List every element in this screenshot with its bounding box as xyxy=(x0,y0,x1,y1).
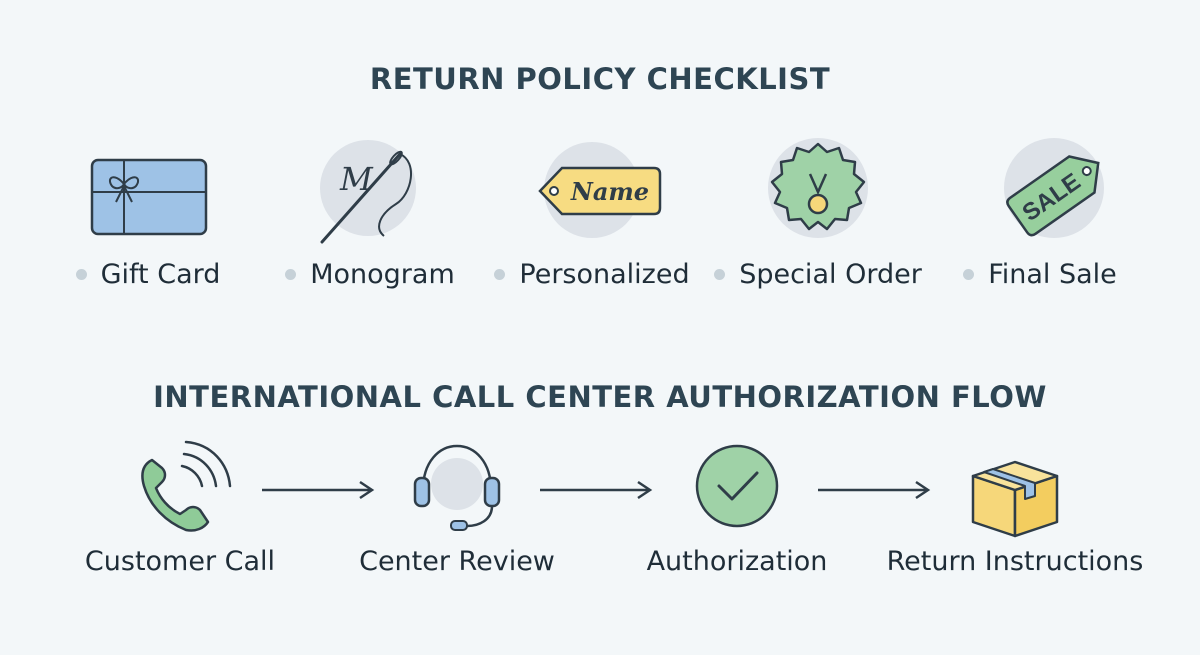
flow-step-label: Return Instructions xyxy=(886,546,1144,577)
flow-step-return-instructions: Return Instructions xyxy=(885,440,1145,600)
flow-step-center-review: Center Review xyxy=(327,440,587,600)
headset-icon xyxy=(327,440,587,540)
checklist-title: RETURN POLICY CHECKLIST xyxy=(369,62,831,96)
policy-label: Final Sale xyxy=(920,259,1160,290)
seal-badge-icon xyxy=(698,132,938,250)
policy-item-gift-card: Gift Card xyxy=(28,132,268,302)
policy-item-special-order: Special Order xyxy=(698,132,938,302)
monogram-letter: M xyxy=(339,160,374,198)
bullet-icon xyxy=(714,269,726,280)
policy-item-monogram: M Monogram xyxy=(250,132,490,302)
checkmark-icon xyxy=(607,440,867,540)
flow-step-label: Center Review xyxy=(359,546,555,577)
bullet-icon xyxy=(494,269,506,280)
bullet-icon xyxy=(75,269,87,280)
policy-label: Special Order xyxy=(698,259,938,290)
arrow-right-icon xyxy=(262,480,375,500)
policy-label: Personalized xyxy=(472,259,712,290)
gift-card-icon xyxy=(28,132,268,250)
policy-item-personalized: Name Personalized xyxy=(472,132,712,302)
flow-step-label: Authorization xyxy=(646,546,828,577)
flow-step-customer-call: Customer Call xyxy=(50,440,310,600)
arrow-right-icon xyxy=(540,480,653,500)
bullet-icon xyxy=(285,269,297,280)
phone-icon xyxy=(50,440,310,540)
sale-tag-icon: SALE xyxy=(920,132,1160,250)
flow-step-label: Customer Call xyxy=(84,546,276,577)
flow-step-authorization: Authorization xyxy=(607,440,867,600)
name-tag-icon: Name xyxy=(472,132,712,250)
policy-item-final-sale: SALE Final Sale xyxy=(920,132,1160,302)
arrow-right-icon xyxy=(818,480,931,500)
needle-monogram-icon: M xyxy=(250,132,490,250)
policy-label: Monogram xyxy=(250,259,490,290)
package-box-icon xyxy=(885,440,1145,540)
svg-text:Name: Name xyxy=(570,177,649,206)
bullet-icon xyxy=(963,269,975,280)
policy-label: Gift Card xyxy=(28,259,268,290)
flow-title: INTERNATIONAL CALL CENTER AUTHORIZATION … xyxy=(153,380,1047,414)
